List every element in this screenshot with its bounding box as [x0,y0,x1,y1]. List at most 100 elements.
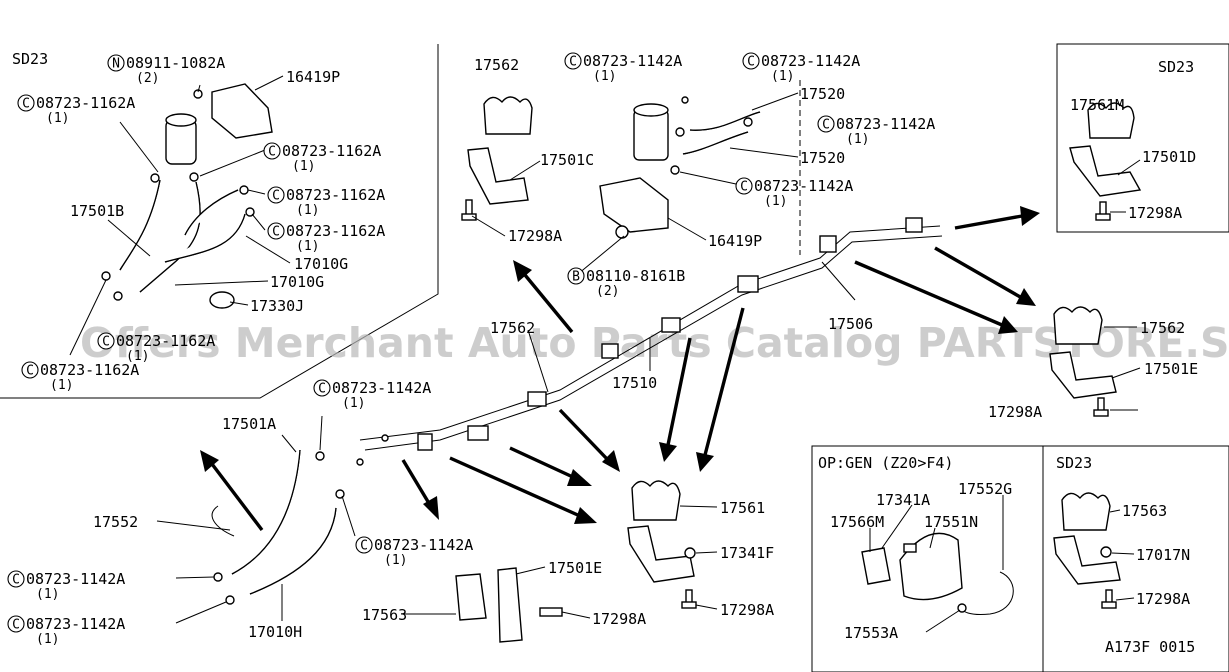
part-number-label: 17341A [876,491,930,509]
quantity-label: (1) [46,111,69,126]
quantity-label: (1) [342,396,365,411]
quantity-label: (1) [846,132,869,147]
part-number-label: 08723-1162A [282,142,381,160]
callout-mark-letter: C [747,55,755,70]
callout-c51: 17563 [1122,502,1167,520]
quantity-label: (1) [50,378,73,393]
parts-bottom-left [211,449,345,605]
callout-c28: 17506 [828,315,873,333]
part-number-label: 17501D [1142,148,1196,166]
callout-c32: 17298A [988,403,1042,421]
callout-c14: 17501C [540,151,594,169]
callout-mark-circle [267,222,285,240]
part-number-label: 17298A [1136,590,1190,608]
part-number-label: 17552G [958,480,1012,498]
callout-mark-circle [107,54,125,72]
quantity-label: (1) [593,69,616,84]
part-number-label: 17298A [592,610,646,628]
part-number-label: 17552 [93,513,138,531]
section-label-sd23-bottom-right: SD23 [1056,454,1092,472]
callout-c53: 17298A [1136,590,1190,608]
part-number-label: 08723-1162A [36,94,135,112]
part-number-label: 08723-1142A [754,177,853,195]
part-number-label: 17561M [1070,96,1124,114]
part-number-label: 17017N [1136,546,1190,564]
quantity-label: (2) [136,71,159,86]
callout-c17: C 08723-1142A(1) [742,52,860,84]
callout-mark-circle [735,177,753,195]
parts-top-left [101,83,273,309]
callout-mark-circle [21,361,39,379]
part-number-label: 17553A [844,624,898,642]
part-number-label: 17563 [1122,502,1167,520]
parts-option-box [861,532,1014,615]
quantity-label: (2) [596,284,619,299]
part-number-label: 17330J [250,297,304,315]
callout-mark-circle [263,142,281,160]
callout-mark-letter: C [102,335,110,350]
quantity-label: (1) [292,159,315,174]
part-number-label: 17566M [830,513,884,531]
callout-c47: 17552G [958,480,1012,498]
part-number-label: 17562 [1140,319,1185,337]
callout-mark-letter: C [12,618,20,633]
section-frames [0,43,1229,672]
part-number-label: 08110-8161B [586,267,685,285]
callout-c38: 17341F [720,544,774,562]
part-number-label: 17562 [474,56,519,74]
part-number-label: 08723-1162A [286,222,385,240]
diagram-code: A173F 0015 [1105,638,1195,656]
callout-mark-letter: C [268,145,276,160]
part-number-label: 17501E [548,559,602,577]
callout-mark-circle [313,379,331,397]
part-number-label: 17510 [612,374,657,392]
callout-c24: 17561M [1070,96,1124,114]
parts-top-right [1069,102,1142,221]
part-number-label: 17501E [1144,360,1198,378]
quantity-label: (1) [771,69,794,84]
part-number-label: 08723-1142A [836,115,935,133]
callout-c52: 17017N [1136,546,1190,564]
callout-c15: 17298A [508,227,562,245]
callout-c48: 17566M [830,513,884,531]
part-number-label: 17501B [70,202,124,220]
callout-mark-circle [355,536,373,554]
part-number-label: 08723-1142A [583,52,682,70]
callout-c18: 17520 [800,85,845,103]
section-label-option: OP:GEN (Z20>F4) [818,454,953,472]
callout-mark-circle [742,52,760,70]
callout-mark-letter: C [22,97,30,112]
callout-mark-circle [7,570,25,588]
callout-mark-circle [817,115,835,133]
part-number-label: 08723-1142A [332,379,431,397]
parts-bottom-center [455,480,697,643]
section-label-sd23-top-left: SD23 [12,50,48,68]
part-number-label: 17298A [988,403,1042,421]
callout-c34: 17501A [222,415,276,433]
part-number-label: 16419P [708,232,762,250]
part-number-label: 08723-1142A [761,52,860,70]
callout-mark-circle [267,186,285,204]
callout-c09: 17010G [270,273,324,291]
part-number-label: 17010G [270,273,324,291]
callout-c13: 17562 [474,56,519,74]
watermark: Offers Merchant Auto Parts Catalog PARTS… [80,319,1229,367]
quantity-label: (1) [384,553,407,568]
callout-mark-circle [564,52,582,70]
callout-mark-letter: C [822,118,830,133]
part-number-label: 16419P [286,68,340,86]
part-number-label: 08723-1162A [40,361,139,379]
parts-top-center [461,96,761,239]
callout-c04: C 08723-1162A(1) [263,142,381,174]
part-number-label: 17298A [720,601,774,619]
